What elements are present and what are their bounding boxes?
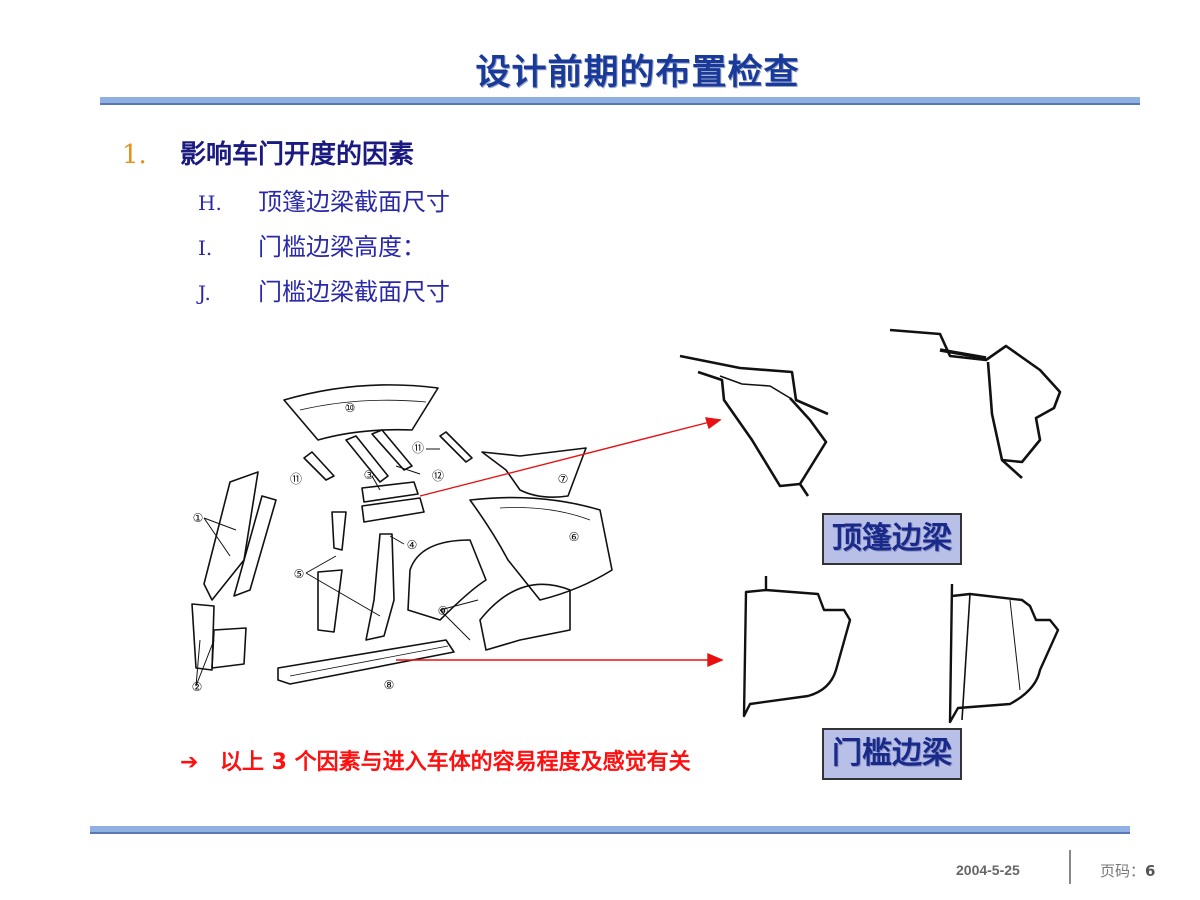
roof-rail-section-a (679, 354, 829, 416)
callout-4: ④ (407, 538, 418, 552)
roof-bow (345, 435, 389, 483)
section-number: 1. (122, 140, 147, 170)
list-item-letter: I. (198, 236, 213, 260)
callout-10: ⑩ (345, 401, 356, 415)
page-label: 页码： (1100, 862, 1146, 880)
list-item: J. 门槛边梁截面尺寸 (198, 272, 450, 307)
list-item: H. 顶篷边梁截面尺寸 (198, 182, 450, 217)
list-item-text: 顶篷边梁截面尺寸 (258, 188, 450, 216)
list-item-text: 门槛边梁截面尺寸 (258, 278, 450, 306)
footer-separator (1069, 850, 1071, 884)
list-item-letter: J. (198, 281, 211, 305)
sill-label: 门槛边梁 (822, 728, 962, 780)
callout-2: ② (192, 680, 203, 694)
sill-section-b (948, 583, 1060, 724)
sill-section-a (742, 576, 852, 718)
page-title: 设计前期的布置检查 (475, 53, 800, 93)
roof-rail-section-b (889, 328, 1062, 464)
roof-rail-label: 顶篷边梁 (822, 513, 962, 565)
roof-panel (283, 384, 439, 441)
quarter-panel (469, 496, 613, 601)
callout-11b: ⑪ (412, 441, 424, 455)
callout-12: ⑫ (432, 469, 444, 483)
list-item-text: 门槛边梁高度： (258, 233, 426, 261)
callout-7: ⑦ (558, 472, 569, 486)
conclusion-text: 以上 3 个因素与进入车体的容易程度及感觉有关 (220, 750, 691, 775)
footer-date: 2004-5-25 (956, 862, 1020, 878)
section-heading-text: 影响车门开度的因素 (180, 140, 415, 170)
section-heading: 1. 影响车门开度的因素 (122, 134, 414, 171)
roof-rail-pointer (419, 421, 711, 497)
callout-3: ③ (364, 468, 375, 482)
roof-rail-part (361, 481, 419, 503)
list-item-letter: H. (198, 191, 222, 215)
footer-divider (90, 826, 1130, 834)
callout-5: ⑤ (294, 567, 305, 581)
callout-6: ⑥ (569, 530, 580, 544)
a-pillar (203, 471, 259, 601)
callout-11: ⑪ (290, 472, 302, 486)
conclusion-note: ➔ 以上 3 个因素与进入车体的容易程度及感觉有关 (180, 744, 691, 776)
right-arrow-icon: ➔ (180, 750, 199, 775)
page-number: 6 (1145, 862, 1156, 880)
callout-9: ⑨ (438, 604, 449, 618)
wheel-house (407, 539, 487, 621)
callout-1: ① (193, 511, 204, 525)
b-pillar (365, 533, 395, 641)
list-item: I. 门槛边梁高度： (198, 227, 426, 262)
callout-8: ⑧ (384, 678, 395, 692)
page-indicator: 页码：6 (1100, 860, 1155, 881)
header-divider (100, 97, 1140, 105)
sill-part (277, 639, 455, 685)
